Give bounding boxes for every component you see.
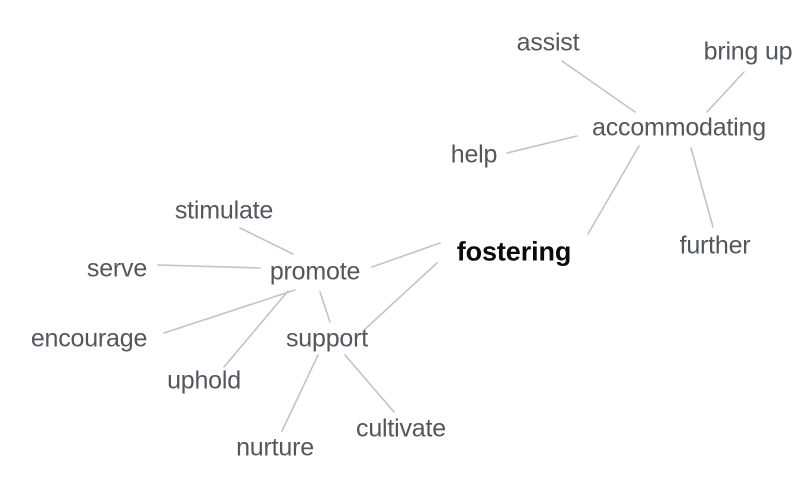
graph-node-cultivate[interactable]: cultivate (356, 414, 446, 443)
graph-edge-accommodating-to-bring_up (706, 71, 745, 113)
graph-node-stimulate[interactable]: stimulate (174, 196, 274, 225)
graph-edge-promote-to-support (319, 291, 331, 323)
graph-edge-accommodating-to-assist (561, 60, 636, 113)
graph-node-further[interactable]: further (679, 231, 751, 260)
graph-node-uphold[interactable]: uphold (167, 366, 241, 395)
graph-edge-accommodating-to-further (690, 147, 714, 228)
graph-edge-promote-to-uphold (223, 290, 289, 368)
graph-node-accommodating[interactable]: accommodating (592, 113, 766, 142)
graph-edge-fostering-to-accommodating (587, 145, 640, 235)
graph-edge-support-to-nurture (281, 354, 319, 432)
graph-edge-accommodating-to-help (506, 135, 578, 154)
graph-node-encourage[interactable]: encourage (30, 324, 148, 353)
graph-edge-fostering-to-promote (371, 242, 441, 268)
graph-node-bring_up[interactable]: bring up (703, 37, 793, 66)
graph-node-promote[interactable]: promote (269, 257, 361, 286)
graph-node-nurture[interactable]: nurture (236, 433, 314, 462)
graph-node-support[interactable]: support (286, 324, 368, 353)
graph-node-help[interactable]: help (450, 140, 498, 169)
graph-node-fostering[interactable]: fostering (456, 236, 572, 267)
graph-edge-promote-to-stimulate (239, 227, 294, 255)
graph-edge-fostering-to-support (362, 262, 438, 332)
graph-node-assist[interactable]: assist (516, 28, 580, 57)
graph-node-serve[interactable]: serve (86, 254, 148, 283)
graph-edge-promote-to-serve (157, 264, 261, 269)
graph-edge-support-to-cultivate (344, 354, 395, 413)
graph-edge-promote-to-encourage (163, 289, 296, 334)
